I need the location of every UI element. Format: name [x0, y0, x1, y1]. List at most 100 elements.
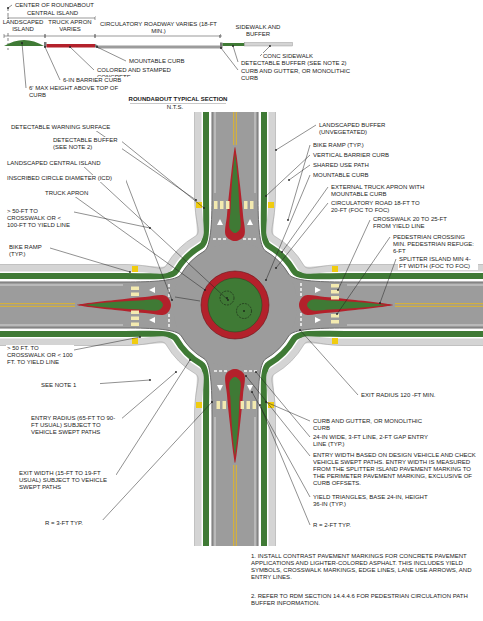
curb-line — [258, 328, 483, 546]
leader-dot — [149, 227, 151, 229]
yield-triangle — [149, 287, 155, 293]
yield-triangle — [247, 219, 253, 225]
detectable-warning — [196, 402, 202, 408]
splitter-landscape — [229, 155, 240, 233]
leader-dot — [129, 271, 131, 273]
leader-dot — [281, 251, 283, 253]
plan-callout: CROSSWALK 20 TO 25-FT FROM YIELD LINE — [372, 216, 462, 230]
curb — [220, 43, 223, 49]
landscaped-buffer — [0, 334, 206, 546]
crosswalk-bar — [331, 314, 339, 318]
leader-line — [338, 220, 370, 290]
section-callout: TRUCK APRON VARIES — [47, 19, 93, 33]
leader-line — [282, 187, 328, 252]
road-flare — [258, 112, 483, 282]
leader-line — [8, 5, 12, 8]
splitter-island — [299, 295, 393, 315]
crosswalk-bar — [331, 284, 339, 288]
leader-dot — [275, 149, 277, 151]
leader-line — [246, 376, 310, 456]
plan-callout: SHARED USE PATH — [312, 162, 382, 169]
leader-line — [380, 259, 396, 303]
leader-dot — [220, 47, 222, 49]
center-line-yellow — [0, 303, 75, 304]
entry-line — [223, 238, 226, 239]
plan-callout: EXIT WIDTH (15-FT TO 19-FT USUAL) SUBJEC… — [18, 470, 116, 491]
crosswalk-bar — [331, 290, 339, 294]
tree-symbol — [220, 291, 234, 305]
plan-callout: > 50-FT TO CROSSWALK OR < 100-FT TO YIEL… — [6, 208, 74, 229]
leader-dot — [259, 404, 261, 406]
leader-dot — [203, 207, 205, 209]
edge-line — [255, 417, 256, 546]
leader-dot — [7, 7, 9, 9]
entry-line — [300, 288, 301, 291]
entry-line — [168, 314, 169, 317]
leader-line — [74, 337, 140, 350]
yield-triangle — [315, 287, 321, 293]
leader-dot — [265, 279, 267, 281]
crosswalk-bar — [131, 317, 139, 321]
leader-line — [97, 47, 126, 61]
crosswalk-bar — [214, 201, 218, 209]
crosswalk-bar — [131, 287, 139, 291]
leader-dot — [275, 267, 277, 269]
plan-callout: 24-IN WIDE, 3-FT LINE, 2-FT GAP ENTRY LI… — [312, 434, 442, 448]
entry-line — [168, 319, 169, 322]
leader-dot — [287, 219, 289, 221]
edge-line — [215, 112, 216, 193]
leader-dot — [21, 42, 23, 44]
plan-callout: CIRCULATORY ROAD 18-FT TO 20-FT (FOC TO … — [330, 200, 430, 214]
leader-line — [22, 43, 26, 88]
tree-symbol — [237, 304, 252, 319]
plan-callout: ENTRY WIDTH BASED ON DESIGN VEHICLE AND … — [312, 452, 480, 486]
leader-dot — [69, 46, 71, 48]
crosswalk-bar — [331, 296, 339, 300]
edge-line — [347, 285, 483, 286]
crosswalk-bar — [226, 201, 230, 209]
crosswalk-bar — [220, 201, 224, 209]
leader-line — [266, 402, 310, 421]
leader-dot — [299, 329, 301, 331]
crosswalk-bar — [131, 323, 139, 327]
splitter-island — [225, 369, 245, 463]
section-callout: CONC SIDEWALK — [262, 53, 322, 60]
leader-dot — [265, 401, 267, 403]
plan-callout: YIELD TRIANGLES, BASE 24-IN, HEIGHT 36-I… — [312, 494, 432, 508]
plan-callout: TRUCK APRON — [44, 190, 104, 197]
entry-line — [300, 313, 301, 316]
shared-use-path — [0, 340, 200, 546]
crosswalk-bar — [223, 401, 227, 409]
entry-line — [214, 370, 217, 371]
section-callout: 6' MAX HEIGHT ABOVE TOP OF CURB — [28, 85, 123, 99]
crosswalk-bar — [217, 401, 221, 409]
section-callout: CENTER OF ROUNDABOUT — [14, 2, 134, 9]
path-edge — [0, 342, 198, 546]
entry-line — [218, 238, 221, 239]
section-callout: CURB AND GUTTER, OR MONOLITHIC CURB — [240, 68, 365, 82]
icd-dimension — [175, 297, 200, 301]
entry-line — [224, 370, 227, 371]
leader-line — [300, 330, 358, 395]
leader-dot — [245, 375, 247, 377]
center-line-yellow — [0, 306, 75, 307]
yield-triangle — [315, 317, 321, 323]
plan-callout: LANDSCAPED BUFFER (UNVEGETATED) — [318, 122, 428, 136]
landscaped-mound — [4, 40, 44, 46]
leader-dot — [44, 46, 46, 48]
leader-dot — [269, 45, 271, 47]
edge-line — [347, 325, 483, 326]
plan-callout: EXTERNAL TRUCK APRON WITH MOUNTABLE CURB — [330, 184, 440, 198]
center-line-yellow — [233, 112, 234, 145]
center-line-yellow — [233, 465, 234, 546]
barrier-curb — [44, 42, 47, 47]
leader-dot — [189, 359, 191, 361]
crosswalk-bar — [241, 401, 245, 409]
leader-line — [82, 165, 228, 300]
section-callout: CIRCULATORY ROADWAY VARIES (18-FT MIN.) — [97, 21, 220, 35]
landscaped-central-island — [208, 278, 262, 332]
scale-note: N.T.S. — [150, 104, 200, 111]
crosswalk-bar — [331, 320, 339, 324]
plan-callout: BIKE RAMP (TYP.) — [312, 142, 382, 149]
